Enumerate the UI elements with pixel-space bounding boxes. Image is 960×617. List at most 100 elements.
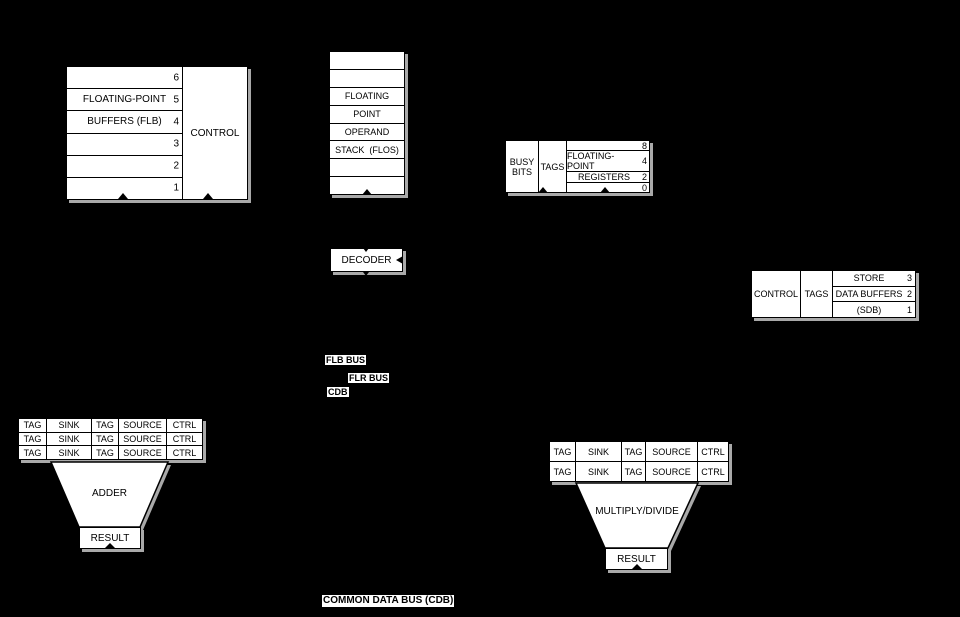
sdb-row-number: 3 [906, 273, 912, 284]
arrow-up-icon [538, 187, 548, 193]
rs-sink-cell: SINK [46, 432, 91, 446]
rs-sink-cell: SINK [575, 462, 621, 481]
flb-row-number: 5 [173, 94, 179, 106]
arrow-left-icon [396, 256, 403, 264]
flr-tags-cell: TAGS [539, 141, 567, 192]
flb-unit: 6 FLOATING-POINT 5 BUFFERS (FLB) 4 3 2 1 C… [66, 66, 248, 200]
flr-unit: BUSY BITS TAGS 8 FLOATING-POINT 4 REGISTE… [505, 140, 650, 193]
arrow-up-icon [631, 564, 643, 570]
flr-row: 0 [567, 182, 649, 193]
flr-row-label: FLOATING-POINT [567, 151, 615, 171]
flb-row-number: 1 [173, 182, 179, 194]
rs-ctrl-cell: CTRL [697, 462, 728, 481]
flb-control-cell: CONTROL [190, 127, 240, 139]
flb-row-label: FLOATING-POINT [82, 94, 167, 106]
sdb-control-cell: CONTROL [752, 271, 801, 317]
flos-row: OPERAND [330, 122, 404, 141]
rs-source-cell: SOURCE [118, 419, 166, 432]
rs-tag-cell: TAG [621, 442, 645, 461]
arrow-up-icon [362, 189, 372, 195]
flr-row: 8 [567, 140, 649, 151]
arrow-up-icon [104, 543, 116, 549]
flos-row [330, 176, 404, 194]
sdb-row: STORE 3 [833, 271, 915, 286]
flb-row: FLOATING-POINT 5 [67, 88, 182, 110]
flr-bus-label: FLR BUS [348, 373, 389, 383]
arrow-up-icon [600, 187, 610, 193]
reservation-station-row: TAG SINK TAG SOURCE CTRL [550, 461, 728, 481]
flb-row: BUFFERS (FLB) 4 [67, 110, 182, 132]
rs-tag-cell: TAG [23, 434, 42, 444]
rs-tag-cell: TAG [23, 420, 42, 431]
flos-row: POINT [330, 104, 404, 123]
rs-sink-cell: SINK [575, 442, 621, 461]
reservation-station-row: TAG SINK TAG SOURCE CTRL [19, 419, 202, 432]
reservation-station-row: TAG SINK TAG SOURCE CTRL [19, 445, 202, 460]
sdb-row-number: 2 [906, 289, 912, 299]
flb-table: 6 FLOATING-POINT 5 BUFFERS (FLB) 4 3 2 1 [67, 67, 183, 199]
rs-ctrl-cell: CTRL [697, 442, 728, 461]
sdb-row: (SDB) 1 [833, 301, 915, 317]
rs-ctrl-cell: CTRL [166, 432, 202, 446]
adder-reservation-stations: TAG SINK TAG SOURCE CTRL TAG SINK TAG SO… [18, 418, 203, 460]
flr-registers: 8 FLOATING-POINT 4 REGISTERS 2 0 [567, 140, 649, 193]
flos-unit: FLOATING POINT OPERAND STACK (FLOS) [329, 51, 405, 195]
rs-sink-cell: SINK [46, 446, 91, 460]
sdb-row-label: (SDB) [856, 304, 882, 315]
rs-source-cell: SOURCE [118, 446, 166, 460]
rs-sink-cell: SINK [46, 419, 91, 432]
rs-tag-cell: TAG [553, 466, 572, 477]
multdiv-funnel [574, 482, 701, 551]
multdiv-label: MULTIPLY/DIVIDE [595, 506, 679, 517]
sdb-row-label: DATA BUFFERS [835, 289, 903, 299]
reservation-station-row: TAG SINK TAG SOURCE CTRL [550, 442, 728, 461]
flr-row-number: 2 [641, 172, 647, 182]
arrow-up-icon [118, 193, 128, 199]
rs-tag-cell: TAG [91, 419, 118, 432]
sdb-row-number: 1 [906, 304, 912, 315]
rs-tag-cell: TAG [23, 447, 42, 458]
flb-row: 1 [67, 176, 182, 199]
flb-row: 3 [67, 132, 182, 155]
cdb-bus-label: CDB [327, 387, 349, 397]
rs-ctrl-cell: CTRL [166, 419, 202, 432]
flr-busy-bits-cell: BUSY BITS [506, 141, 539, 192]
rs-source-cell: SOURCE [645, 442, 697, 461]
flr-row-label: REGISTERS [577, 172, 630, 182]
flb-row-label: BUFFERS (FLB) [87, 116, 162, 128]
rs-tag-cell: TAG [91, 432, 118, 446]
rs-ctrl-cell: CTRL [166, 446, 202, 460]
flr-row-number: 4 [641, 156, 647, 166]
flos-row: FLOATING [330, 86, 404, 105]
flr-row-number: 8 [641, 140, 647, 151]
flos-row [330, 158, 404, 176]
adder-label: ADDER [91, 488, 127, 499]
flb-row-number: 6 [173, 72, 179, 84]
flb-row: 2 [67, 154, 182, 177]
sdb-row-label: STORE [853, 273, 885, 284]
flr-row: REGISTERS 2 [567, 171, 649, 182]
flb-row-number: 4 [173, 116, 179, 128]
rs-source-cell: SOURCE [118, 432, 166, 446]
multdiv-reservation-stations: TAG SINK TAG SOURCE CTRL TAG SINK TAG SO… [549, 441, 729, 482]
flb-row: 6 [67, 67, 182, 88]
arrow-up-icon [203, 193, 213, 199]
common-data-bus-label: COMMON DATA BUS (CDB) [322, 595, 455, 607]
rs-source-cell: SOURCE [645, 462, 697, 481]
flb-row-number: 2 [173, 160, 179, 172]
flos-row: STACK (FLOS) [330, 140, 404, 158]
reservation-station-row: TAG SINK TAG SOURCE CTRL [19, 431, 202, 446]
rs-tag-cell: TAG [553, 446, 572, 457]
flos-row [330, 52, 404, 69]
arrow-down-icon [363, 248, 369, 252]
flr-row-number: 0 [641, 182, 647, 193]
arrow-down-icon [363, 272, 369, 276]
flr-row: FLOATING-POINT 4 [567, 150, 649, 171]
flb-row-number: 3 [173, 138, 179, 150]
rs-tag-cell: TAG [91, 446, 118, 460]
flb-bus-label: FLB BUS [325, 355, 366, 365]
